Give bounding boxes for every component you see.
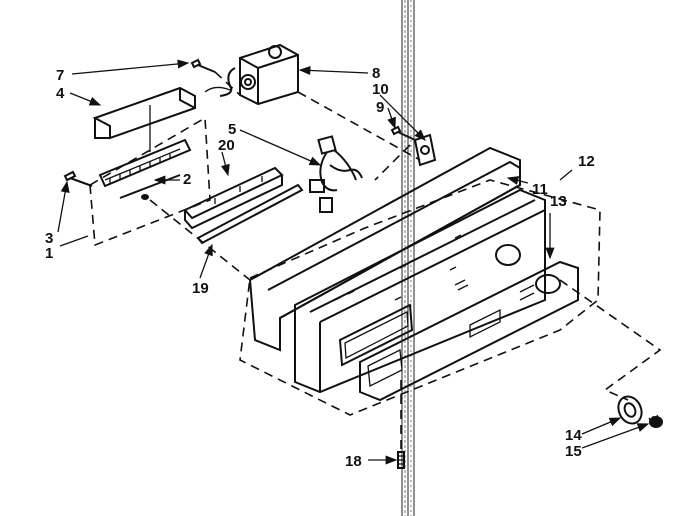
wire-harness bbox=[309, 135, 363, 213]
callout-20: 20 bbox=[218, 137, 235, 154]
callout-3: 3 bbox=[45, 230, 53, 247]
switch-group-dashed-outline bbox=[89, 116, 211, 247]
routing-line bbox=[374, 144, 411, 181]
timer-motor bbox=[204, 43, 299, 106]
callout-10: 10 bbox=[372, 81, 389, 98]
console-dashed-outline bbox=[239, 179, 601, 416]
screw-icon-7 bbox=[190, 58, 216, 73]
routing-line bbox=[214, 71, 241, 96]
callout-14: 14 bbox=[565, 427, 582, 444]
callout-2: 2 bbox=[183, 171, 191, 188]
strip bbox=[196, 183, 304, 245]
vertical-scan-band bbox=[401, 0, 415, 516]
routing-line bbox=[149, 199, 251, 281]
switch-bar bbox=[98, 138, 192, 200]
callout-1: 1 bbox=[45, 245, 53, 262]
routing-line bbox=[559, 279, 662, 401]
callout-5: 5 bbox=[228, 121, 236, 138]
callout-13: 13 bbox=[550, 193, 567, 210]
callout-11: 11 bbox=[532, 181, 548, 198]
callout-15: 15 bbox=[565, 443, 582, 460]
screw-icon-9 bbox=[390, 125, 416, 141]
knob bbox=[617, 395, 643, 425]
leader-lines bbox=[57, 59, 650, 465]
screw-icon-3 bbox=[63, 170, 93, 187]
callout-4: 4 bbox=[56, 85, 65, 102]
routing-line bbox=[297, 91, 421, 161]
control-panel bbox=[248, 146, 546, 394]
front-label-overlay bbox=[359, 260, 579, 402]
callout-19: 19 bbox=[192, 280, 209, 297]
switch-cover bbox=[92, 86, 196, 152]
knob-spring bbox=[648, 414, 663, 428]
callout-8: 8 bbox=[372, 65, 380, 82]
screw-icon-18 bbox=[397, 451, 405, 469]
callout-12: 12 bbox=[578, 153, 595, 170]
rail-assembly bbox=[183, 166, 284, 230]
callout-18: 18 bbox=[345, 453, 362, 470]
callout-9: 9 bbox=[376, 99, 384, 116]
callout-7: 7 bbox=[56, 67, 64, 84]
